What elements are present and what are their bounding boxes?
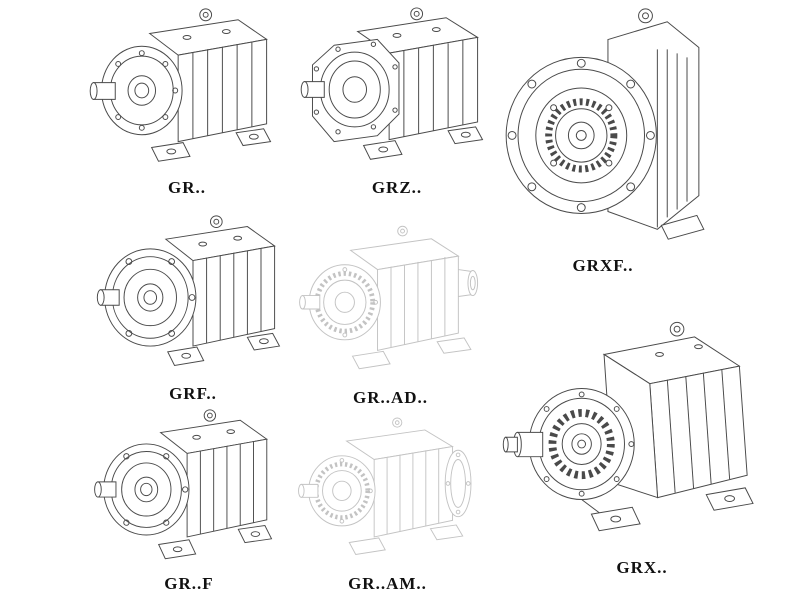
gearbox-drawing-grz [300,7,484,160]
gearbox-drawing-grad [298,225,478,370]
model-cell-grxf: GRXF.. [494,2,712,276]
model-label-grxf: GRXF.. [572,256,634,275]
gearbox-drawing-grxf [505,8,705,240]
model-cell-grf: GRF.. [92,212,294,404]
model-label-grf: GRF.. [169,384,217,403]
model-cell-grad: GR..AD.. [288,208,493,408]
gearbox-drawing-gr [89,8,272,162]
model-cell-gram: GR..AM.. [285,406,490,594]
model-label-gr: GR.. [168,178,206,197]
gearbox-drawing-grx [502,321,754,532]
model-label-grx: GRX.. [616,558,668,577]
model-cell-grff: GR..F [88,406,290,594]
gearbox-drawing-gram [297,417,471,555]
model-cell-gr: GR.. [86,4,288,198]
model-label-gram: GR..AM.. [348,574,427,593]
model-cell-grz: GRZ.. [296,4,498,198]
model-label-grad: GR..AD.. [352,388,429,407]
model-cell-grx: GRX.. [498,298,786,578]
model-label-grz: GRZ.. [371,178,423,197]
gearbox-drawing-grf [96,215,281,367]
gearbox-drawing-grff [94,409,273,560]
model-label-grff: GR..F [164,574,214,593]
